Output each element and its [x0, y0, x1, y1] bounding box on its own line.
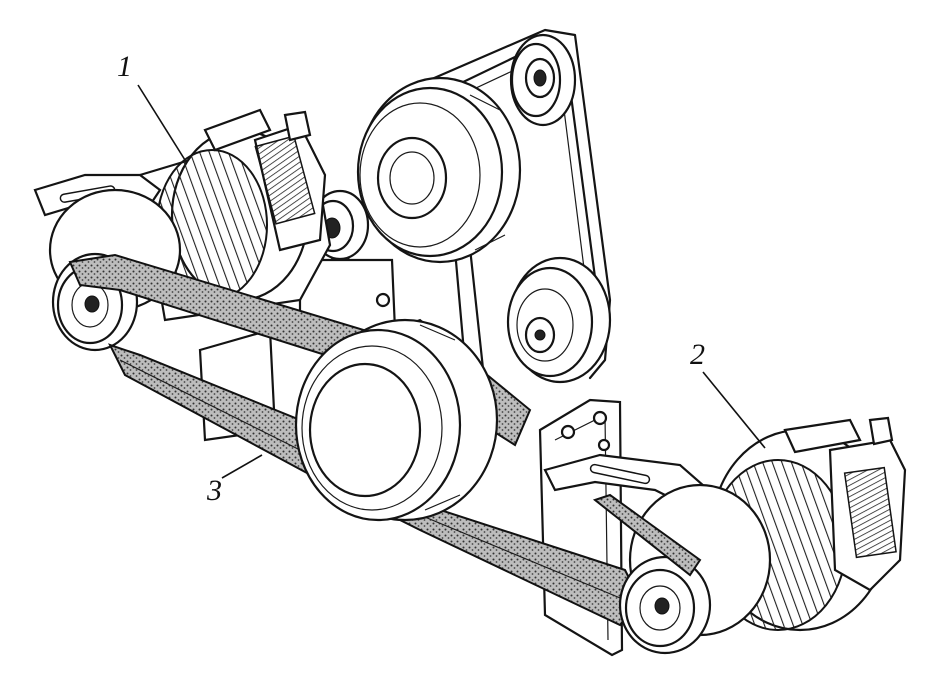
callout-label-3: 3: [207, 474, 222, 507]
leader-lines: [137, 84, 766, 479]
leader-line-1: [137, 84, 186, 161]
right-drive-pulley: [592, 493, 712, 655]
leader-line-2: [702, 371, 766, 449]
lower-right-pulley: [506, 256, 612, 384]
callout-label-2: 2: [690, 338, 705, 371]
lower-center-pulley: [294, 318, 499, 522]
callout-label-1: 1: [117, 50, 132, 83]
alternator-1: [33, 108, 332, 322]
upper-idler-pulley: [509, 33, 577, 127]
upper-center-pulley: [356, 76, 522, 264]
leader-line-3: [221, 454, 263, 479]
